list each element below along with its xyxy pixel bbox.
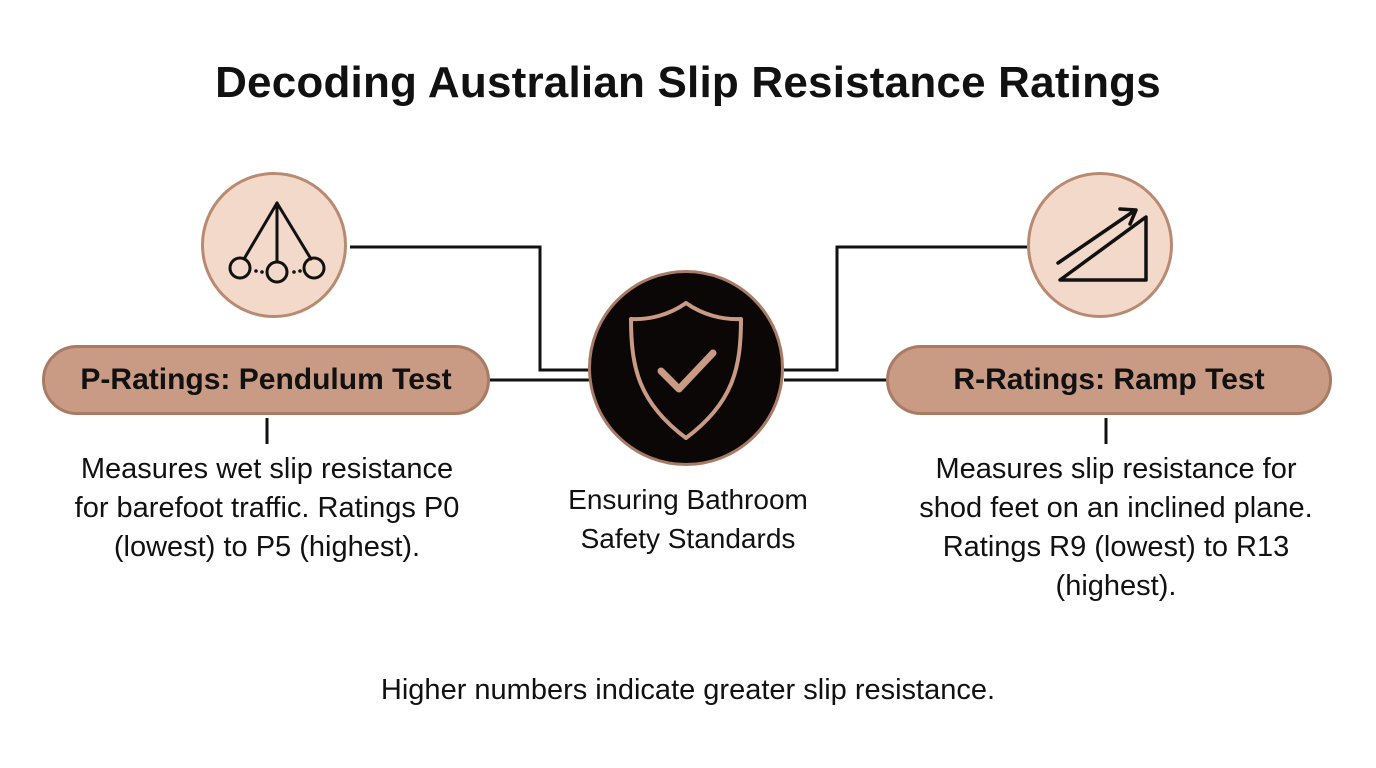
r-ratings-pill: R-Ratings: Ramp Test: [886, 345, 1332, 415]
center-label: Ensuring Bathroom Safety Standards: [568, 484, 808, 554]
page-title: Decoding Australian Slip Resistance Rati…: [215, 58, 1161, 107]
shield-check-icon: [629, 301, 743, 440]
p-ratings-description: Measures wet slip resistance for barefoo…: [74, 453, 460, 563]
p-ratings-pill: P-Ratings: Pendulum Test: [42, 345, 490, 415]
ramp-icon: [1056, 207, 1148, 282]
r-ratings-label: R-Ratings: Ramp Test: [953, 363, 1265, 396]
right-upper-connector: [784, 245, 1027, 372]
pendulum-icon-circle: [201, 172, 347, 318]
r-ratings-description: Measures slip resistance for shod feet o…: [919, 453, 1313, 602]
left-upper-connector: [350, 245, 590, 372]
ramp-icon-circle: [1027, 172, 1173, 318]
pendulum-icon: [228, 201, 326, 284]
shield-icon-circle: [588, 270, 784, 466]
footer-note: Higher numbers indicate greater slip res…: [380, 674, 996, 706]
p-ratings-label: P-Ratings: Pendulum Test: [80, 363, 452, 396]
